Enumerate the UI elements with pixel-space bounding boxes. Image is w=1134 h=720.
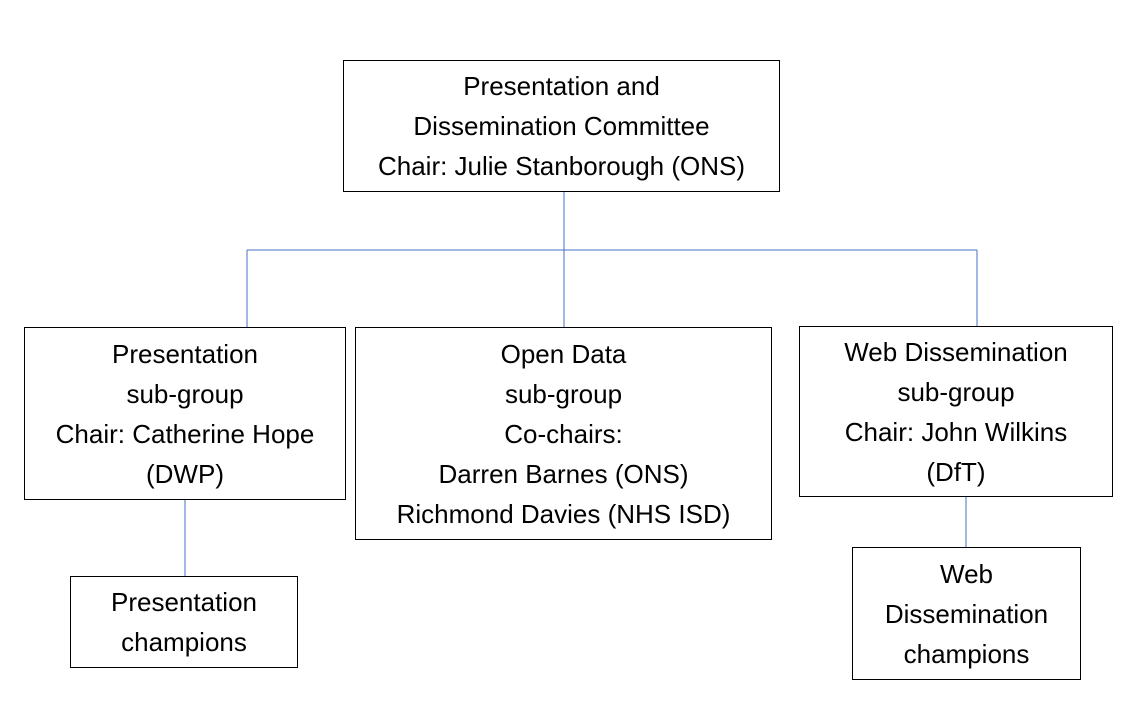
presentation-champions-line-1: Presentation [111, 587, 257, 617]
open-data-subgroup-box: Open Data sub-group Co-chairs: Darren Ba… [355, 327, 772, 540]
open-data-subgroup-line-2: sub-group [504, 378, 623, 409]
web-dissemination-subgroup-line-2: sub-group [897, 376, 1015, 407]
open-data-subgroup-line-1: Open Data [500, 338, 627, 369]
web-dissemination-subgroup-line-1: Web Dissemination [844, 336, 1068, 367]
web-dissemination-subgroup-box: Web Dissemination sub-group Chair: John … [799, 326, 1113, 497]
committee-title-line-1: Presentation and [463, 71, 660, 101]
presentation-champions-line-2: champions [121, 627, 247, 657]
web-dissemination-subgroup-chair-org: (DfT) [926, 456, 986, 487]
web-dissemination-champions-box: Web Dissemination champions [852, 547, 1081, 680]
web-dissemination-champions-line-3: champions [903, 638, 1030, 669]
presentation-subgroup-line-2: sub-group [126, 378, 244, 409]
presentation-champions-box: Presentation champions [70, 576, 298, 668]
web-dissemination-subgroup-chair: Chair: John Wilkins [844, 416, 1068, 447]
web-dissemination-champions-line-1: Web [940, 558, 993, 589]
committee-box: Presentation and Dissemination Committee… [343, 60, 780, 192]
committee-chair: Chair: Julie Stanborough (ONS) [377, 151, 746, 181]
committee-title-line-2: Dissemination Committee [413, 111, 710, 141]
presentation-subgroup-line-1: Presentation [112, 338, 258, 369]
presentation-subgroup-chair: Chair: Catherine Hope [55, 418, 315, 449]
open-data-subgroup-cochair-2: Richmond Davies (NHS ISD) [396, 498, 731, 529]
web-dissemination-champions-line-2: Dissemination [884, 598, 1049, 629]
presentation-subgroup-chair-org: (DWP) [146, 458, 224, 489]
open-data-subgroup-cochairs-label: Co-chairs: [504, 418, 623, 449]
open-data-subgroup-cochair-1: Darren Barnes (ONS) [438, 458, 689, 489]
presentation-subgroup-box: Presentation sub-group Chair: Catherine … [24, 327, 346, 500]
